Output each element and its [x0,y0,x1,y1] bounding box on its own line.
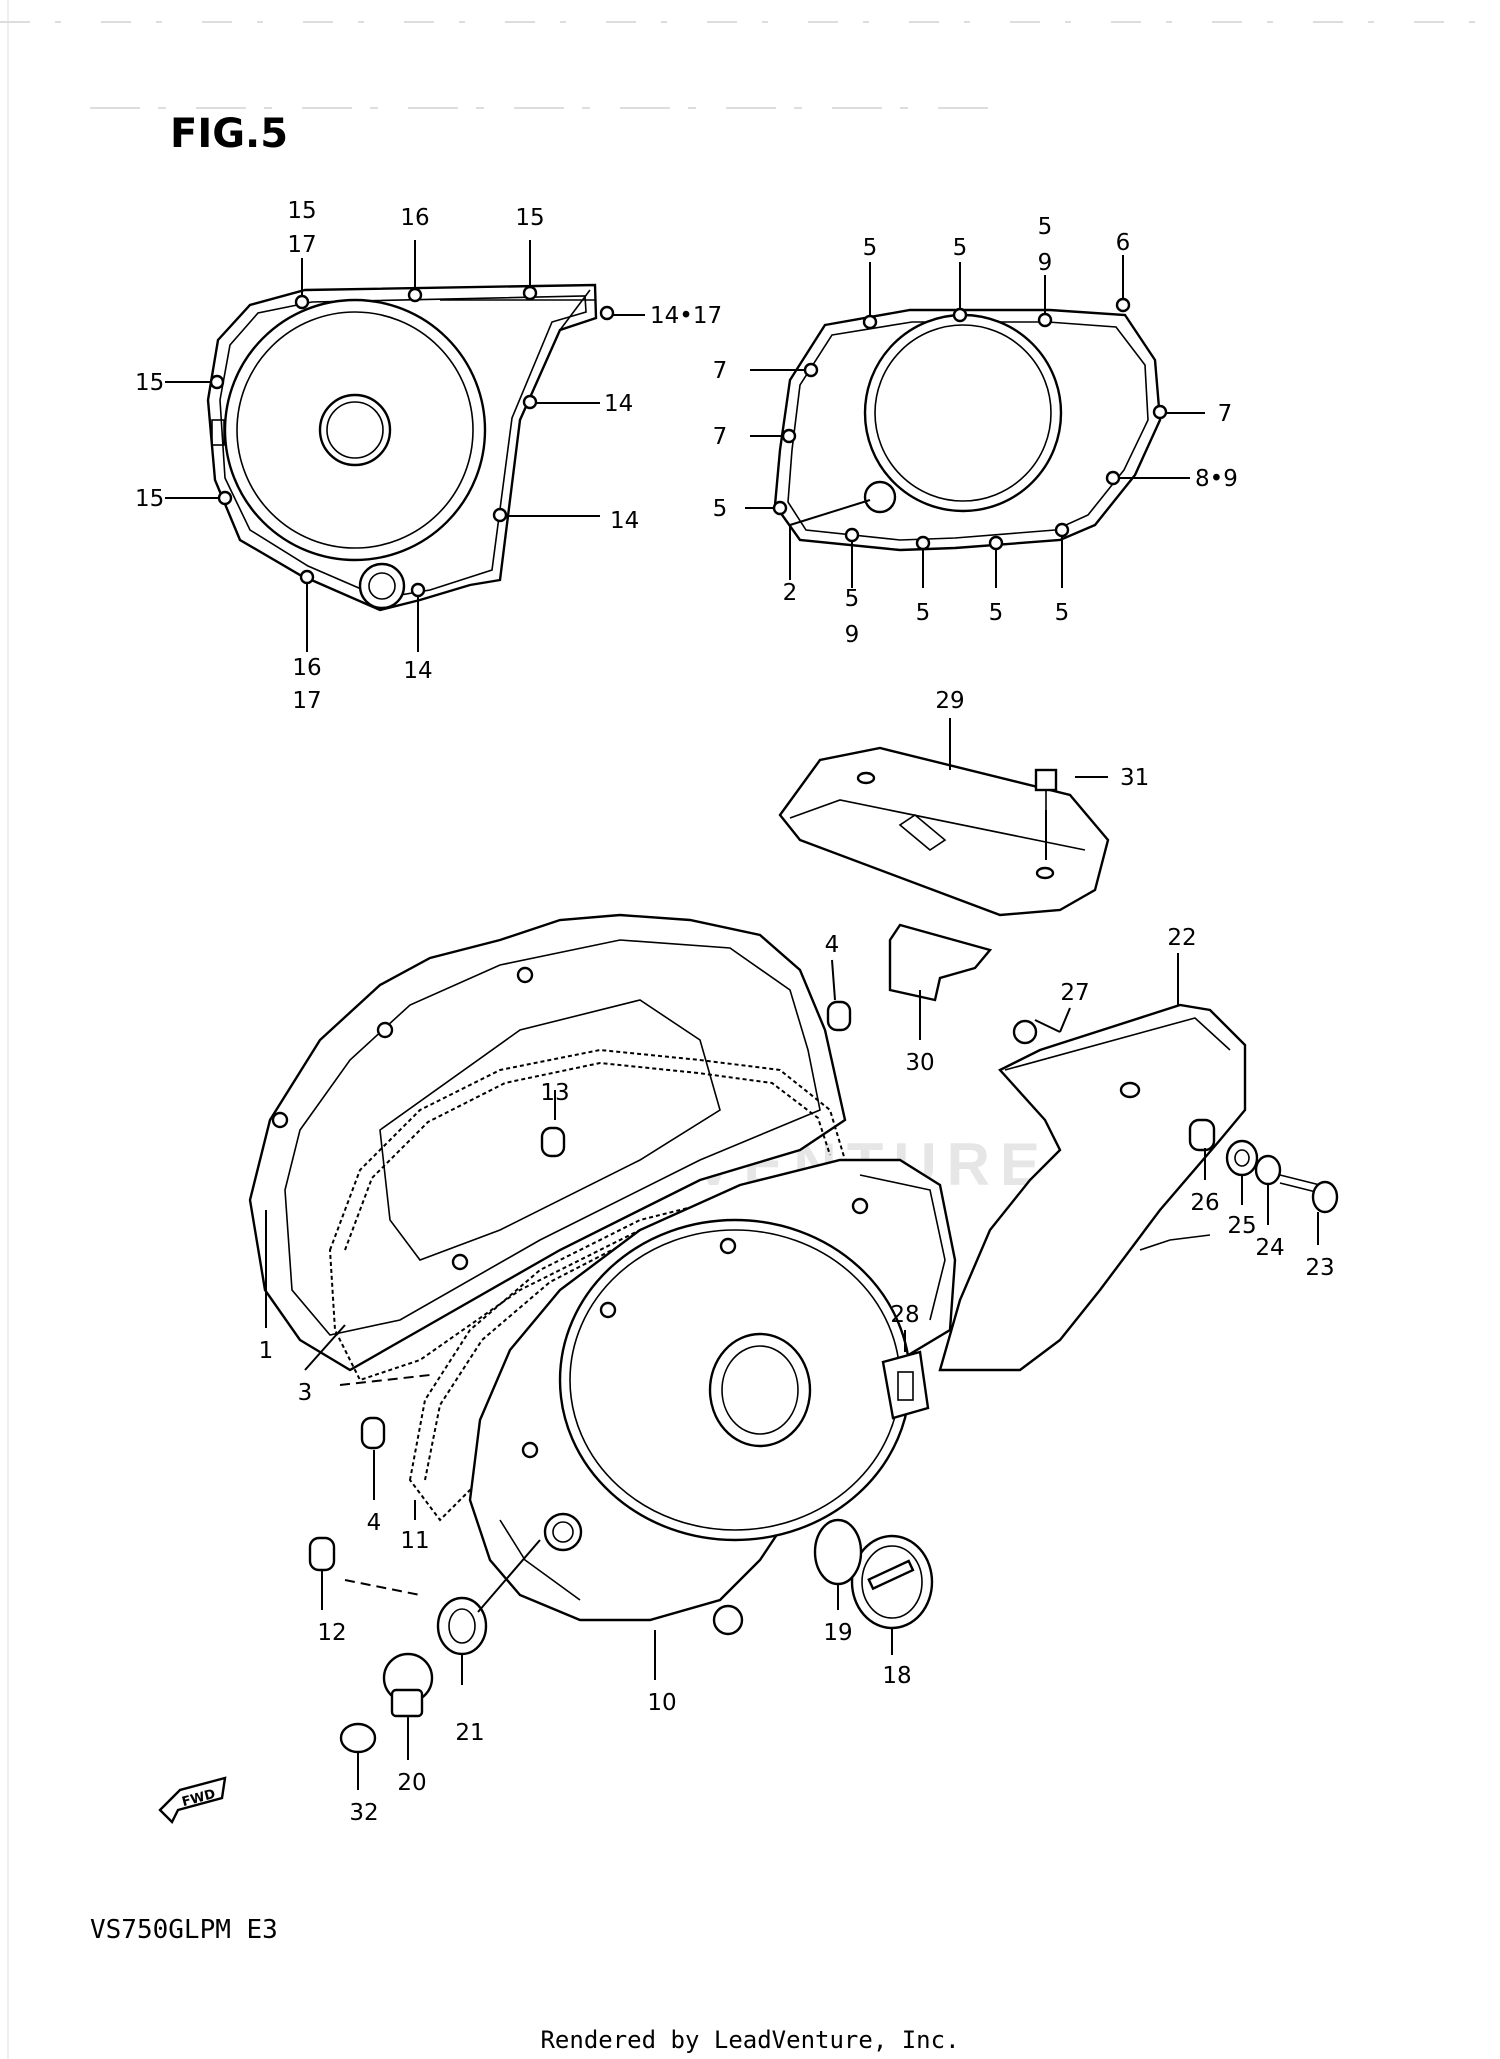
callout-7: 7 [713,424,728,450]
callout-10: 10 [647,1690,676,1716]
callout-28: 28 [890,1302,919,1328]
callout-27: 27 [1060,980,1089,1006]
figure-title: FIG.5 [170,111,288,157]
callout-32: 32 [349,1800,378,1826]
callout-21: 21 [455,1720,484,1746]
callout-9: 9 [1038,250,1053,276]
callout-5: 5 [1038,214,1053,240]
fwd-arrow-icon: FWD [158,1776,227,1825]
callout-11: 11 [400,1528,429,1554]
callout-26: 26 [1190,1190,1219,1216]
callout-17: 17 [287,232,316,258]
callout-4: 4 [825,932,840,958]
callout-16: 16 [400,205,429,231]
upper-cover-29 [778,746,1110,917]
callout-19: 19 [823,1620,852,1646]
callout-6: 6 [1116,230,1131,256]
callout-5: 5 [845,586,860,612]
footer-credit: Rendered by LeadVenture, Inc. [540,2026,959,2054]
callout-24: 24 [1255,1235,1284,1261]
generator-leader-lines [165,240,645,652]
callout-1: 1 [259,1338,274,1364]
callout-7: 7 [1218,401,1233,427]
generator-cover-gasket-drawing [206,283,615,612]
callout-15: 15 [135,486,164,512]
callout-5: 5 [863,235,878,261]
callout-25: 25 [1227,1213,1256,1239]
model-code: VS750GLPM E3 [90,1915,278,1945]
callout-12: 12 [317,1620,346,1646]
dowel-pins [308,1000,1216,1572]
callout-18: 18 [882,1663,911,1689]
callout-5: 5 [916,600,931,626]
callout-23: 23 [1305,1255,1334,1281]
callout-13: 13 [540,1080,569,1106]
callout-30: 30 [905,1050,934,1076]
callout-3: 3 [298,1380,313,1406]
callout-4: 4 [367,1510,382,1536]
fasteners-right [1012,768,1339,1214]
callout-14-17: 14•17 [650,303,722,329]
main-leader-lines [265,718,1319,1790]
callout-29: 29 [935,688,964,714]
clutch-gasket-leader-lines [745,255,1205,588]
callout-8-9: 8•9 [1195,466,1238,492]
callout-16: 16 [292,655,321,681]
callout-2: 2 [783,580,798,606]
callout-14: 14 [403,658,432,684]
callout-5: 5 [1055,600,1070,626]
callout-5: 5 [713,496,728,522]
callout-20: 20 [397,1770,426,1796]
crankcase-cover-and-gaskets [248,913,957,1636]
filler-plug-18 [850,1534,934,1630]
callout-9: 9 [845,622,860,648]
callout-15: 15 [287,198,316,224]
callout-labels: 15 17 16 15 14•17 15 14 15 14 16 17 14 5… [135,198,1335,1826]
sprocket-cover-22 [938,1003,1247,1372]
callout-22: 22 [1167,925,1196,951]
o-ring-19 [813,1518,863,1586]
callout-17: 17 [292,688,321,714]
callout-14: 14 [610,508,639,534]
clutch-cover-gasket-drawing [772,297,1168,552]
callout-14: 14 [604,391,633,417]
callout-5: 5 [953,235,968,261]
bracket-30 [888,923,993,1002]
callout-15: 15 [135,370,164,396]
callout-15: 15 [515,205,544,231]
callout-5: 5 [989,600,1004,626]
callout-31: 31 [1120,765,1149,791]
callout-7: 7 [713,358,728,384]
grommet-28 [881,1350,930,1420]
